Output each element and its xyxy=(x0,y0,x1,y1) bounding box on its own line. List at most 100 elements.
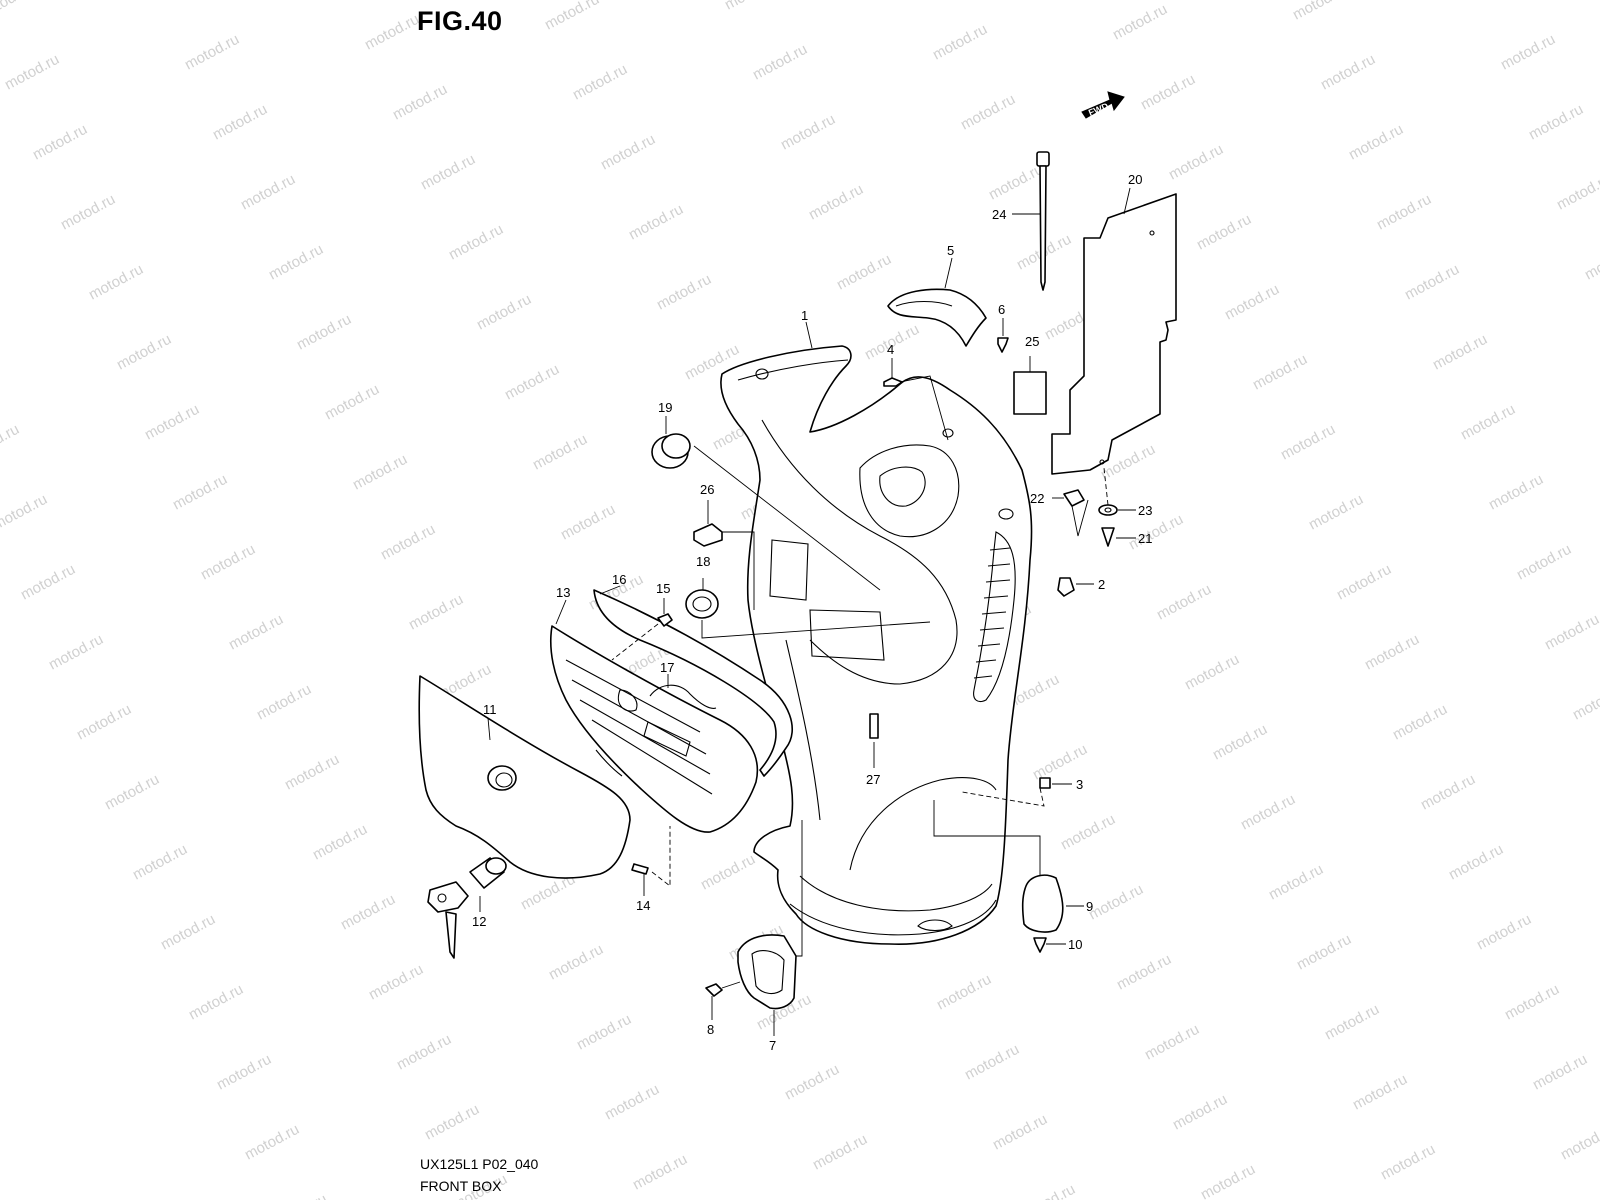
screw-part-6 xyxy=(997,318,1009,353)
watermark-text: motod.ru xyxy=(422,1101,482,1144)
watermark-text: motod.ru xyxy=(1346,121,1406,164)
watermark-text: motod.ru xyxy=(310,821,370,864)
callout-20: 20 xyxy=(1128,172,1142,187)
watermark-text: motod.ru xyxy=(1502,981,1562,1024)
grommet-part-18 xyxy=(685,578,931,639)
callout-7: 7 xyxy=(769,1038,776,1053)
callout-14: 14 xyxy=(636,898,650,913)
callout-18: 18 xyxy=(696,554,710,569)
watermark-text: motod.ru xyxy=(46,631,106,674)
watermark-text: motod.ru xyxy=(102,771,162,814)
watermark-text: motod.ru xyxy=(294,311,354,354)
watermark-text: motod.ru xyxy=(1318,51,1378,94)
watermark-text: motod.ru xyxy=(1402,261,1462,304)
callout-24: 24 xyxy=(992,207,1006,222)
watermark-text: motod.ru xyxy=(58,191,118,234)
watermark-text: motod.ru xyxy=(1430,331,1490,374)
watermark-text: motod.ru xyxy=(1290,0,1350,24)
watermark-text: motod.ru xyxy=(1110,1,1170,44)
watermark-text: motod.ru xyxy=(1266,861,1326,904)
watermark-text: motod.ru xyxy=(322,381,382,424)
watermark-text: motod.ru xyxy=(446,221,506,264)
watermark-text: motod.ru xyxy=(1514,541,1574,584)
watermark-text: motod.ru xyxy=(1558,1121,1600,1164)
watermark-text: motod.ru xyxy=(214,1051,274,1094)
watermark-text: motod.ru xyxy=(1322,1001,1382,1044)
bracket-part-7 xyxy=(737,820,803,1036)
watermark-text: motod.ru xyxy=(366,961,426,1004)
callout-12: 12 xyxy=(472,914,486,929)
watermark-text: motod.ru xyxy=(474,291,534,334)
callout-23: 23 xyxy=(1138,503,1152,518)
callout-2: 2 xyxy=(1098,577,1105,592)
callout-25: 25 xyxy=(1025,334,1039,349)
watermark-text: motod.ru xyxy=(1194,211,1254,254)
watermark-text: motod.ru xyxy=(74,701,134,744)
watermark-text: motod.ru xyxy=(530,431,590,474)
watermark-text: motod.ru xyxy=(1498,31,1558,74)
watermark-text: motod.ru xyxy=(962,1041,1022,1084)
clip-part-2 xyxy=(1057,577,1094,597)
callout-6: 6 xyxy=(998,302,1005,317)
watermark-text: motod.ru xyxy=(394,1031,454,1074)
watermark-text: motod.ru xyxy=(750,41,810,84)
callout-13: 13 xyxy=(556,585,570,600)
watermark-text: motod.ru xyxy=(282,751,342,794)
watermark-text: motod.ru xyxy=(778,111,838,154)
watermark-text: motod.ru xyxy=(1058,811,1118,854)
watermark-text: motod.ru xyxy=(1586,1191,1600,1200)
watermark-text: motod.ru xyxy=(1294,931,1354,974)
clip-part-3 xyxy=(961,777,1072,807)
watermark-text: motod.ru xyxy=(1142,1021,1202,1064)
watermark-text: motod.ru xyxy=(1362,631,1422,674)
watermark-text: motod.ru xyxy=(406,591,466,634)
watermark-text: motod.ru xyxy=(806,181,866,224)
watermark-text: motod.ru xyxy=(378,521,438,564)
watermark-text: motod.ru xyxy=(1418,771,1478,814)
watermark-text: motod.ru xyxy=(1170,1091,1230,1134)
callout-10: 10 xyxy=(1068,937,1082,952)
watermark-text: motod.ru xyxy=(930,21,990,64)
watermark-text: motod.ru xyxy=(266,241,326,284)
cable-tie-part-24 xyxy=(1012,151,1050,291)
watermark-text: motod.ru xyxy=(1350,1071,1410,1114)
fwd-label: FWD xyxy=(1087,101,1110,118)
watermark-text: motod.ru xyxy=(698,851,758,894)
watermark-text: motod.ru xyxy=(574,1011,634,1054)
watermark-text: motod.ru xyxy=(390,81,450,124)
watermark-text: motod.ru xyxy=(782,1061,842,1104)
watermark-text: motod.ru xyxy=(170,471,230,514)
watermark-text: motod.ru xyxy=(1390,701,1450,744)
watermark-text: motod.ru xyxy=(990,1111,1050,1154)
watermark-text: motod.ru xyxy=(834,251,894,294)
grille-part-13 xyxy=(549,599,759,833)
watermark-text: motod.ru xyxy=(1238,791,1298,834)
callout-22: 22 xyxy=(1030,491,1044,506)
callout-16: 16 xyxy=(612,572,626,587)
watermark-text: motod.ru xyxy=(598,131,658,174)
clip-part-22 xyxy=(1052,489,1089,537)
figure-title: FIG.40 xyxy=(417,6,503,36)
watermark-text: motod.ru xyxy=(1570,681,1600,724)
watermark-text: motod.ru xyxy=(1222,281,1282,324)
watermark-text: motod.ru xyxy=(198,541,258,584)
screw-part-8 xyxy=(705,981,741,1020)
watermark-text: motod.ru xyxy=(182,31,242,74)
figure-name: FRONT BOX xyxy=(420,1178,502,1194)
watermark-text: motod.ru xyxy=(1210,721,1270,764)
watermark-text: motod.ru xyxy=(546,941,606,984)
callout-11: 11 xyxy=(483,702,497,717)
watermark-text: motod.ru xyxy=(1126,511,1186,554)
watermark-text: motod.ru xyxy=(238,171,298,214)
cover-part-9 xyxy=(933,800,1084,933)
callout-26: 26 xyxy=(700,482,714,497)
watermark-text: motod.ru xyxy=(1182,651,1242,694)
watermark-text: motod.ru xyxy=(722,0,782,14)
screw-part-4 xyxy=(883,358,949,441)
watermark-text: motod.ru xyxy=(542,0,602,34)
pad-part-25 xyxy=(1013,356,1047,415)
fwd-arrow-icon: FWD xyxy=(1081,91,1125,119)
watermark-text: motod.ru xyxy=(418,151,478,194)
cap-part-19 xyxy=(651,416,881,591)
